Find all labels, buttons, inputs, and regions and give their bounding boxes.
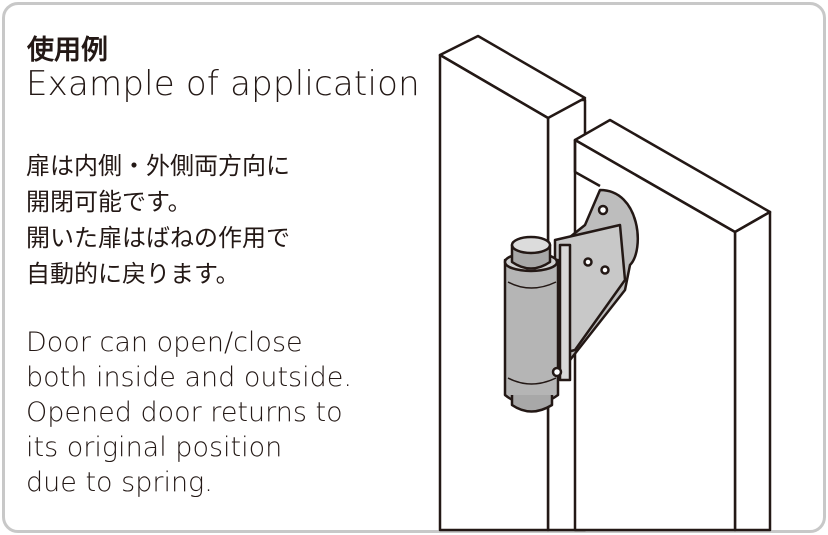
- door-panel: [573, 118, 772, 532]
- description-line: its original position: [26, 432, 283, 463]
- description-english: Door can open/close both inside and outs…: [26, 325, 352, 500]
- description-line: 自動的に戻ります。: [26, 260, 240, 288]
- door-frame: [438, 34, 587, 532]
- description-line: 開いた扉はばねの作用で: [26, 224, 290, 252]
- description-line: Door can open/close: [26, 327, 303, 358]
- description-japanese: 扉は内側・外側両方向に 開閉可能です。 開いた扉はばねの作用で 自動的に戻ります…: [26, 148, 290, 292]
- title-japanese: 使用例: [27, 35, 108, 66]
- description-line: due to spring.: [26, 467, 213, 498]
- title-english: Example of application: [26, 64, 420, 104]
- description-line: 開閉可能です。: [26, 188, 192, 216]
- description-line: Opened door returns to: [26, 397, 343, 428]
- description-line: both inside and outside.: [26, 362, 352, 393]
- hinge: [503, 188, 640, 413]
- description-line: 扉は内側・外側両方向に: [26, 152, 290, 180]
